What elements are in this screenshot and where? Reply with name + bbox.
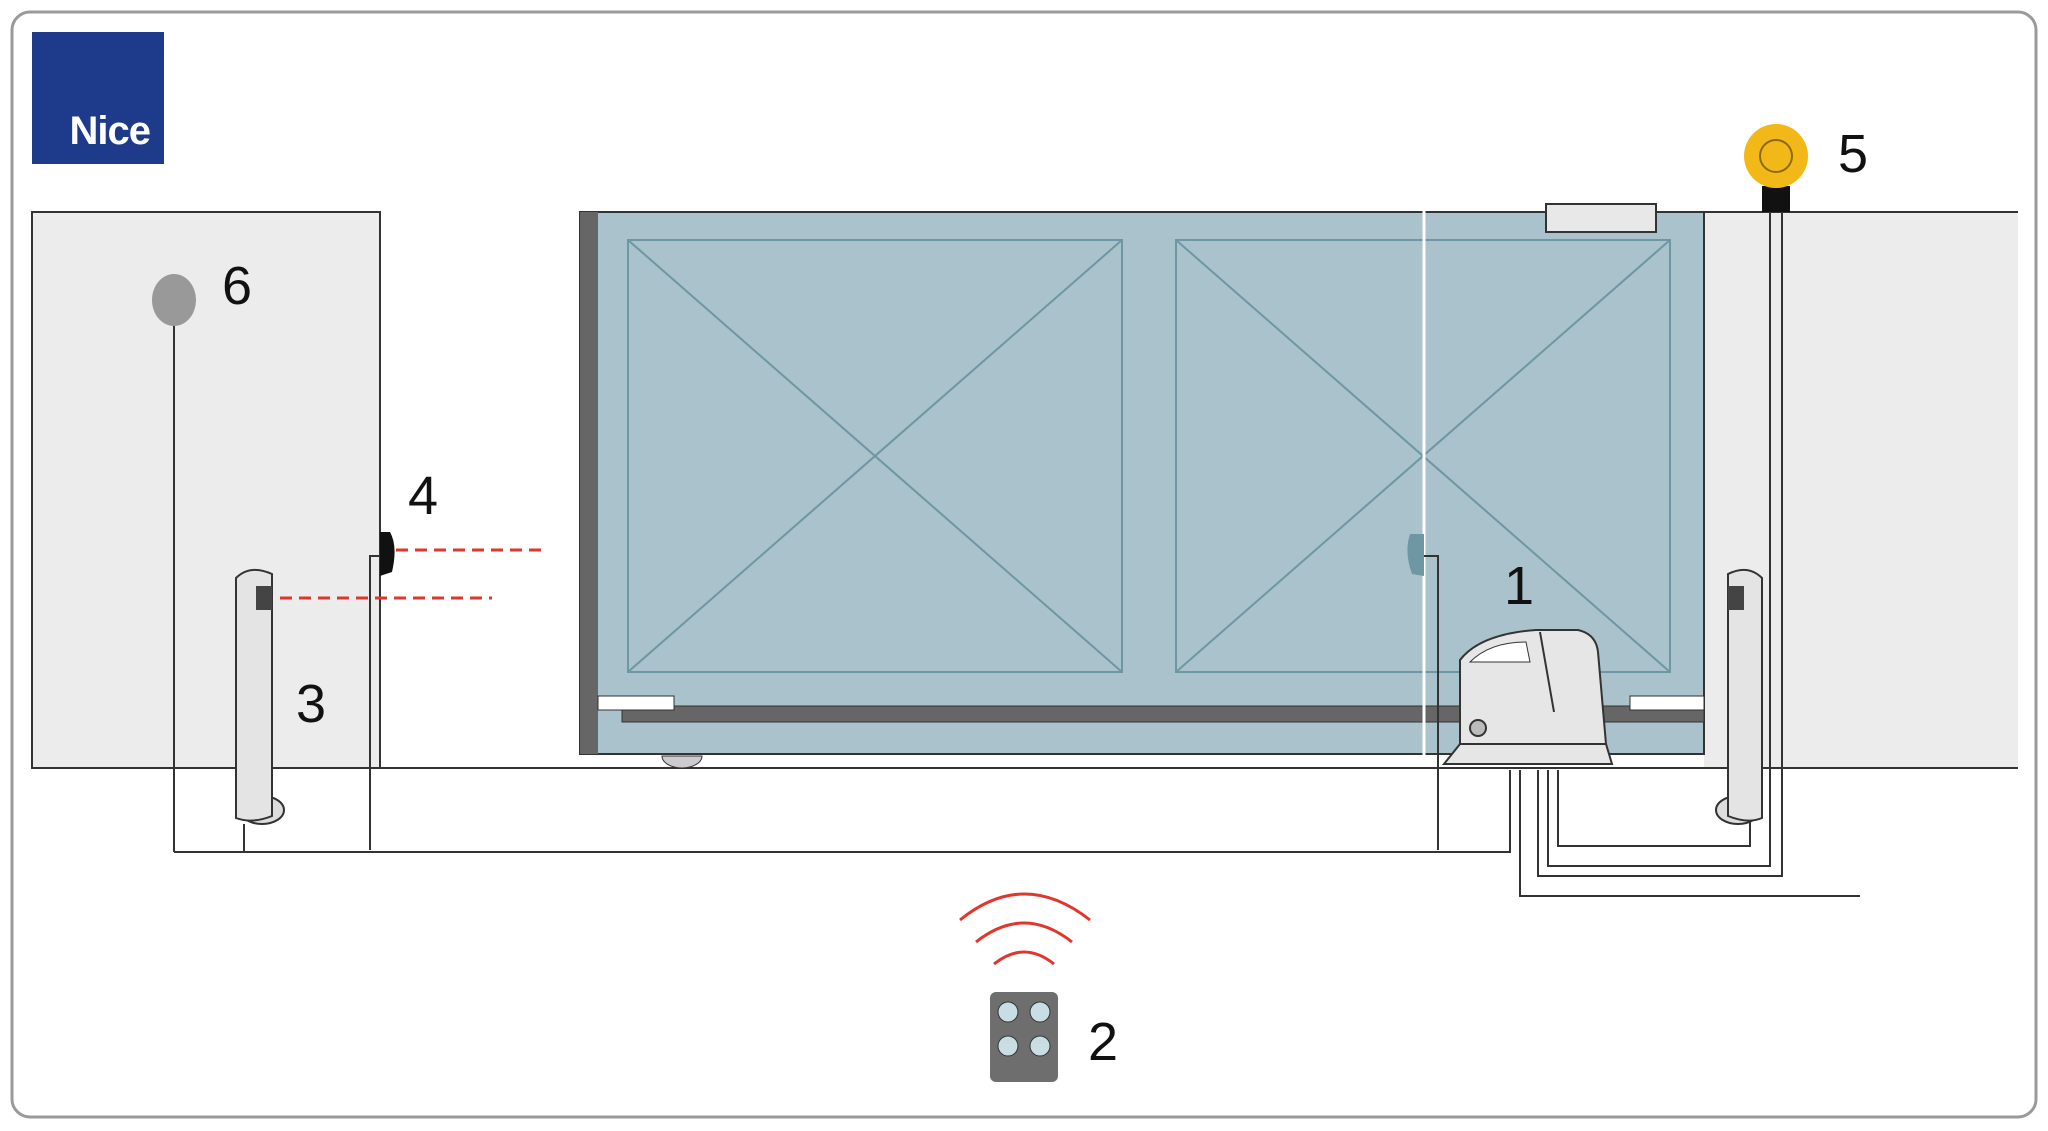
remote-button-1 <box>997 1001 1019 1023</box>
flashing-light-5-lamp <box>1744 124 1808 188</box>
gate-top-guide <box>1545 203 1657 233</box>
antenna-6 <box>152 274 196 852</box>
flashing-light-5 <box>1537 124 1808 877</box>
flashing-light-5-cable <box>1547 212 1771 867</box>
column-right-body <box>1727 568 1763 822</box>
remote-button-4 <box>1029 1035 1051 1057</box>
radio-wave-outer <box>959 892 1091 922</box>
antenna-6-head <box>152 274 196 326</box>
wire-to-right-column <box>1557 770 1751 847</box>
motor-1-window <box>1468 641 1531 663</box>
remote-button-3 <box>997 1035 1019 1057</box>
motor-1-base <box>1441 743 1614 765</box>
radio-wave-middle <box>975 921 1073 944</box>
callout-2: 2 <box>1088 1012 1118 1072</box>
callout-1: 1 <box>1504 556 1534 616</box>
photocell-column-right <box>1715 568 1763 825</box>
photocell-4 <box>369 532 1439 850</box>
gate-wheel <box>661 755 703 769</box>
photocell-post-left <box>369 555 381 850</box>
left-wall <box>31 211 381 769</box>
gate-stop-left <box>597 695 675 711</box>
logo-text: Nice <box>70 109 151 153</box>
callout-6: 6 <box>222 256 252 316</box>
logo-background <box>32 32 164 164</box>
gear-motor-1 <box>1441 629 1614 765</box>
callout-4: 4 <box>408 466 438 526</box>
column-right-lens <box>1728 586 1744 610</box>
flashing-light-5-mount <box>1762 186 1790 212</box>
photocell-post-right <box>1424 555 1439 850</box>
wire-main-left <box>174 770 1511 853</box>
column-3-lens <box>256 586 272 610</box>
nice-logo: Nice <box>32 32 164 164</box>
radio-wave-inner <box>993 950 1055 966</box>
photocell-4-head <box>380 532 395 576</box>
gate-panel-left <box>627 239 1123 673</box>
gate-stop-right <box>1629 695 1705 711</box>
gate-rack <box>621 705 1705 723</box>
flashing-light-5-cable-b <box>1537 212 1783 877</box>
motor-1-cover-seam <box>1539 631 1555 713</box>
remote-control-2 <box>959 892 1091 1082</box>
motor-1-release-knob <box>1469 719 1487 737</box>
wire-power-supply <box>1519 770 1860 897</box>
callout-5: 5 <box>1838 124 1868 184</box>
wiring <box>174 770 1860 897</box>
column-3-body <box>235 568 273 822</box>
remote-button-2 <box>1029 1001 1051 1023</box>
photocell-4-receiver <box>1407 534 1424 576</box>
callout-3: 3 <box>296 674 326 734</box>
gate-post-left <box>580 212 598 754</box>
photocell-column-3 <box>235 568 492 825</box>
flashing-light-5-ring <box>1759 139 1793 173</box>
gate-panel-left-diagonal-b <box>627 239 1123 673</box>
